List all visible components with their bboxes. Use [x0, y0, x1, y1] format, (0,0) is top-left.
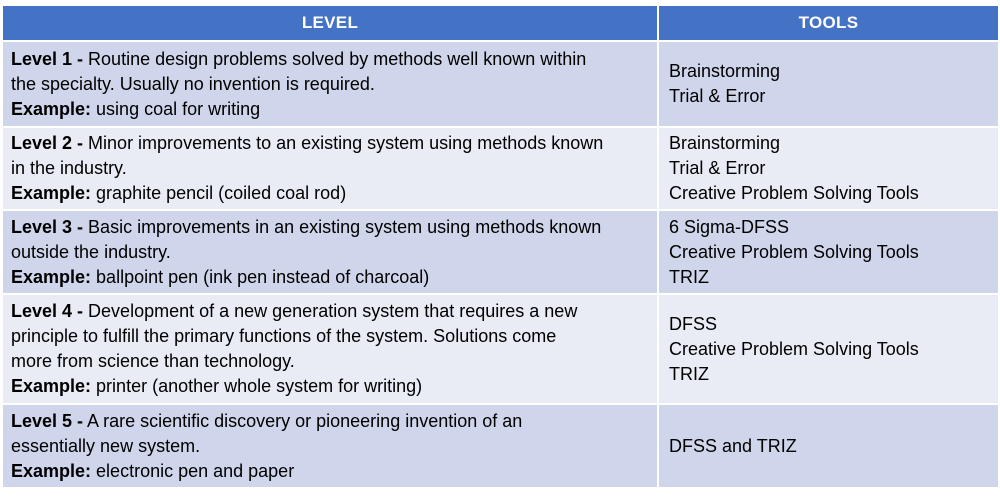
- example-label: Example:: [11, 376, 92, 396]
- tool-item: DFSS: [669, 313, 718, 334]
- example-text: printer (another whole system for writin…: [91, 376, 423, 396]
- tool-item: Creative Problem Solving Tools: [669, 241, 919, 262]
- level-text: Development of a new generation system t…: [83, 301, 578, 321]
- example-text: using coal for writing: [91, 98, 261, 119]
- triz-levels-table: LEVEL TOOLS Level 1 - Routine design pro…: [1, 4, 1000, 489]
- level-description: Level 3 - Basic improvements in an exist…: [1, 209, 659, 295]
- tool-item: TRIZ: [669, 266, 709, 287]
- example-text: graphite pencil (coiled coal rod): [91, 183, 347, 203]
- table-row: Level 4 - Development of a new generatio…: [1, 293, 1000, 405]
- level-label: Level 2 -: [11, 133, 84, 153]
- example-label: Example:: [11, 98, 92, 119]
- example-label: Example:: [11, 183, 92, 203]
- tool-item: DFSS and TRIZ: [669, 435, 797, 456]
- level-text: the specialty. Usually no invention is r…: [11, 73, 375, 94]
- level-text: Routine design problems solved by method…: [83, 48, 587, 69]
- level-text: A rare scientific discovery or pioneerin…: [83, 410, 523, 431]
- level-description: Level 1 - Routine design problems solved…: [1, 40, 659, 128]
- tools-cell: DFSS Creative Problem Solving Tools TRIZ: [657, 293, 1000, 405]
- tool-item: Trial & Error: [669, 86, 766, 106]
- header-tools: TOOLS: [657, 4, 1000, 42]
- tools-cell: Brainstorming Trial & Error Creative Pro…: [657, 126, 1000, 211]
- tools-cell: Brainstorming Trial & Error: [657, 40, 1000, 128]
- example-label: Example:: [11, 266, 92, 287]
- level-label: Level 5 -: [11, 410, 84, 431]
- level-label: Level 1 -: [11, 48, 84, 69]
- level-label: Level 4 -: [11, 301, 84, 321]
- table-row: Level 3 - Basic improvements in an exist…: [1, 209, 1000, 295]
- tools-cell: 6 Sigma-DFSS Creative Problem Solving To…: [657, 209, 1000, 295]
- level-text: Basic improvements in an existing system…: [83, 216, 602, 237]
- level-label: Level 3 -: [11, 216, 84, 237]
- tool-item: Brainstorming: [669, 61, 781, 81]
- tool-item: Brainstorming: [669, 133, 781, 153]
- level-description: Level 4 - Development of a new generatio…: [1, 293, 659, 405]
- level-text: Minor improvements to an existing system…: [83, 133, 604, 153]
- tool-item: Creative Problem Solving Tools: [669, 338, 919, 359]
- example-text: electronic pen and paper: [91, 460, 295, 481]
- example-label: Example:: [11, 460, 92, 481]
- tool-item: Trial & Error: [669, 158, 766, 178]
- table-row: Level 5 - A rare scientific discovery or…: [1, 403, 1000, 489]
- level-text: essentially new system.: [11, 435, 201, 456]
- example-text: ballpoint pen (ink pen instead of charco…: [91, 266, 430, 287]
- header-level: LEVEL: [1, 4, 659, 42]
- tool-item: TRIZ: [669, 363, 709, 384]
- header-row: LEVEL TOOLS: [1, 4, 1000, 42]
- tools-cell: DFSS and TRIZ: [657, 403, 1000, 489]
- level-description: Level 2 - Minor improvements to an exist…: [1, 126, 659, 211]
- tool-item: Creative Problem Solving Tools: [669, 183, 919, 203]
- level-text: more from science than technology.: [11, 351, 295, 371]
- table-row: Level 2 - Minor improvements to an exist…: [1, 126, 1000, 211]
- level-text: principle to fulfill the primary functio…: [11, 326, 557, 346]
- level-description: Level 5 - A rare scientific discovery or…: [1, 403, 659, 489]
- level-text: in the industry.: [11, 158, 127, 178]
- tool-item: 6 Sigma-DFSS: [669, 216, 790, 237]
- level-text: outside the industry.: [11, 241, 171, 262]
- table-row: Level 1 - Routine design problems solved…: [1, 40, 1000, 128]
